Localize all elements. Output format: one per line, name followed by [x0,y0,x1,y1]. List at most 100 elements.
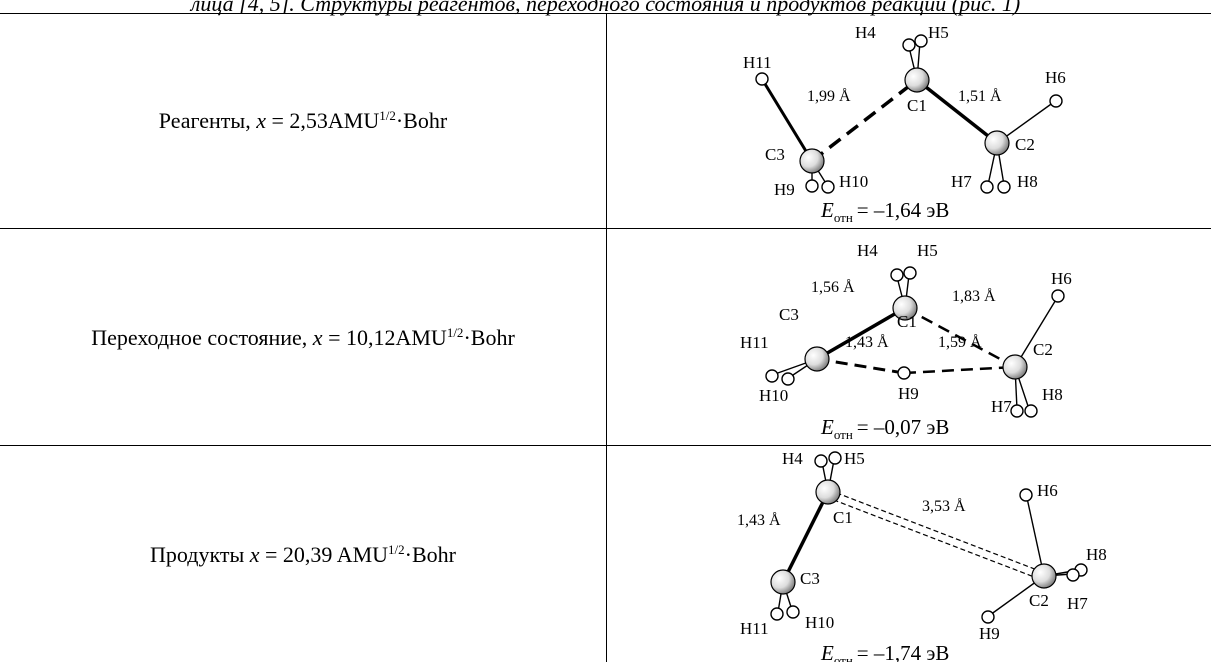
bond-c1-c2-separation-lower [825,496,1043,581]
bond-c2-h6 [1014,297,1058,368]
atom-label: C3 [800,569,820,588]
coordinate-symbol: x [312,325,323,350]
hydrogen-atom-h5 [903,266,917,280]
hydrogen-atom-h6 [1051,289,1065,303]
unit-suffix: ·Bohr [395,108,448,133]
atom-label: H9 [979,624,1000,643]
atom-label: H5 [917,241,938,260]
coordinate-value: = 2,53AMU [271,108,380,133]
atom-label: C2 [1029,591,1049,610]
row-label-transition-state: Переходное состояние, x = 10,12AMU1/2·Bo… [0,325,606,351]
atom-label: H7 [991,397,1012,416]
atom-label: H8 [1042,385,1063,404]
energy-subscript: отн [834,653,853,662]
bond-c1-c3 [781,491,830,583]
atom-label: H6 [1045,68,1066,87]
hydrogen-atom-h4 [890,268,904,282]
coordinate-symbol: x [249,542,260,567]
hydrogen-atom-h11 [765,369,779,383]
hydrogen-atom-h7 [980,180,994,194]
unit-suffix: ·Bohr [404,542,456,567]
unit-exponent: 1/2 [379,108,396,123]
atom-label: H10 [759,386,788,405]
bond-c1-c2-dashed [904,306,1016,369]
energy-subscript: отн [834,427,853,442]
bond-distance-label: 1,59 Å [938,333,982,351]
reagents-structure-figure: H4 H5 H11 C1 H6 C3 C2 H9 H10 H7 H8 1,99 … [607,13,1211,228]
atom-label: H4 [857,241,878,260]
atom-label: H10 [805,613,834,632]
hydrogen-atom-h11 [770,607,784,621]
atom-label: C1 [907,96,927,115]
carbon-atom-c2 [1031,563,1057,589]
hydrogen-atom-h5 [828,451,842,465]
bond-c3-h9-dashed [816,357,905,375]
atom-label: H6 [1051,269,1072,288]
bond-distance-label: 1,51 Å [958,87,1002,105]
row-label-prefix: Реагенты, [158,108,251,133]
atom-label: C1 [833,508,853,527]
unit-exponent: 1/2 [388,542,405,557]
energy-value: = –1,74 эВ [857,641,950,662]
coordinate-value: = 10,12AMU [328,325,447,350]
carbon-atom-c3 [799,148,825,174]
bond-c3-c1 [816,306,906,361]
table-caption: лица [4, 5]. Структуры реагентов, перехо… [190,0,1021,16]
bond-c1-c2 [915,78,999,145]
atom-label: C3 [765,145,785,164]
atom-label: H4 [782,449,803,468]
carbon-atom-c3 [804,346,830,372]
row-label-prefix: Переходное состояние, [91,325,308,350]
energy-symbol: E [820,641,834,662]
carbon-atom-c2 [984,130,1010,156]
hydrogen-atom-h9 [897,366,911,380]
bond-distance-label: 1,83 Å [952,287,996,305]
hydrogen-atom-h7 [1066,568,1080,582]
row-divider-2 [0,445,1211,446]
carbon-atom-c1 [892,295,918,321]
coordinate-value: = 20,39 AMU [265,542,389,567]
reagents-structure-diagram: H4 H5 H11 C1 H6 C3 C2 H9 H10 H7 H8 1,99 … [743,23,1066,225]
carbon-atom-c1 [815,479,841,505]
energy-value: = –1,64 эВ [857,198,950,222]
energy-symbol: E [820,198,834,222]
atom-label: C1 [897,312,917,331]
relative-energy: Eотн = –1,74 эВ [820,641,949,662]
atom-label: H7 [951,172,972,191]
hydrogen-atom-h8 [1024,404,1038,418]
energy-symbol: E [820,415,834,439]
hydrogen-atom-h11 [755,72,769,86]
atom-label: H11 [743,53,772,72]
hydrogen-atom-h5 [914,34,928,48]
hydrogen-atom-h6 [1049,94,1063,108]
row-label-reagents: Реагенты, x = 2,53AMU1/2·Bohr [0,108,606,134]
carbon-atom-c1 [904,67,930,93]
hydrogen-atom-h8 [997,180,1011,194]
atom-label: H5 [844,449,865,468]
hydrogen-atom-h9 [981,610,995,624]
bond-h9-c2-dashed [903,365,1016,375]
products-structure-figure: H4 H5 H6 C1 H8 C3 C2 H7 H11 H10 H9 1,43 … [607,446,1211,662]
hydrogen-atom-h9 [805,179,819,193]
bond-distance-label: 1,43 Å [845,333,889,351]
hydrogen-atom-h10 [781,372,795,386]
hydrogen-atom-h4 [814,454,828,468]
atom-label: H11 [740,333,769,352]
atom-label: H9 [774,180,795,199]
row-label-products: Продукты x = 20,39 AMU1/2·Bohr [0,542,606,568]
hydrogen-atom-h10 [786,605,800,619]
atom-label: C3 [779,305,799,324]
bond-distance-label: 1,43 Å [737,511,781,529]
bond-distance-label: 3,53 Å [922,497,966,515]
carbon-atom-c3 [770,569,796,595]
hydrogen-atom-h7 [1010,404,1024,418]
transition-state-structure-figure: H4 H5 H6 C3 C1 H11 C2 H10 H9 H8 H7 1,56 … [607,229,1211,444]
unit-suffix: ·Bohr [463,325,515,350]
atom-label: H8 [1086,545,1107,564]
atom-label: C2 [1015,135,1035,154]
atom-label: H4 [855,23,876,42]
atom-label: H8 [1017,172,1038,191]
bond-distance-label: 1,56 Å [811,278,855,296]
row-label-prefix: Продукты [150,542,245,567]
products-structure-diagram: H4 H5 H6 C1 H8 C3 C2 H7 H11 H10 H9 1,43 … [737,449,1107,662]
